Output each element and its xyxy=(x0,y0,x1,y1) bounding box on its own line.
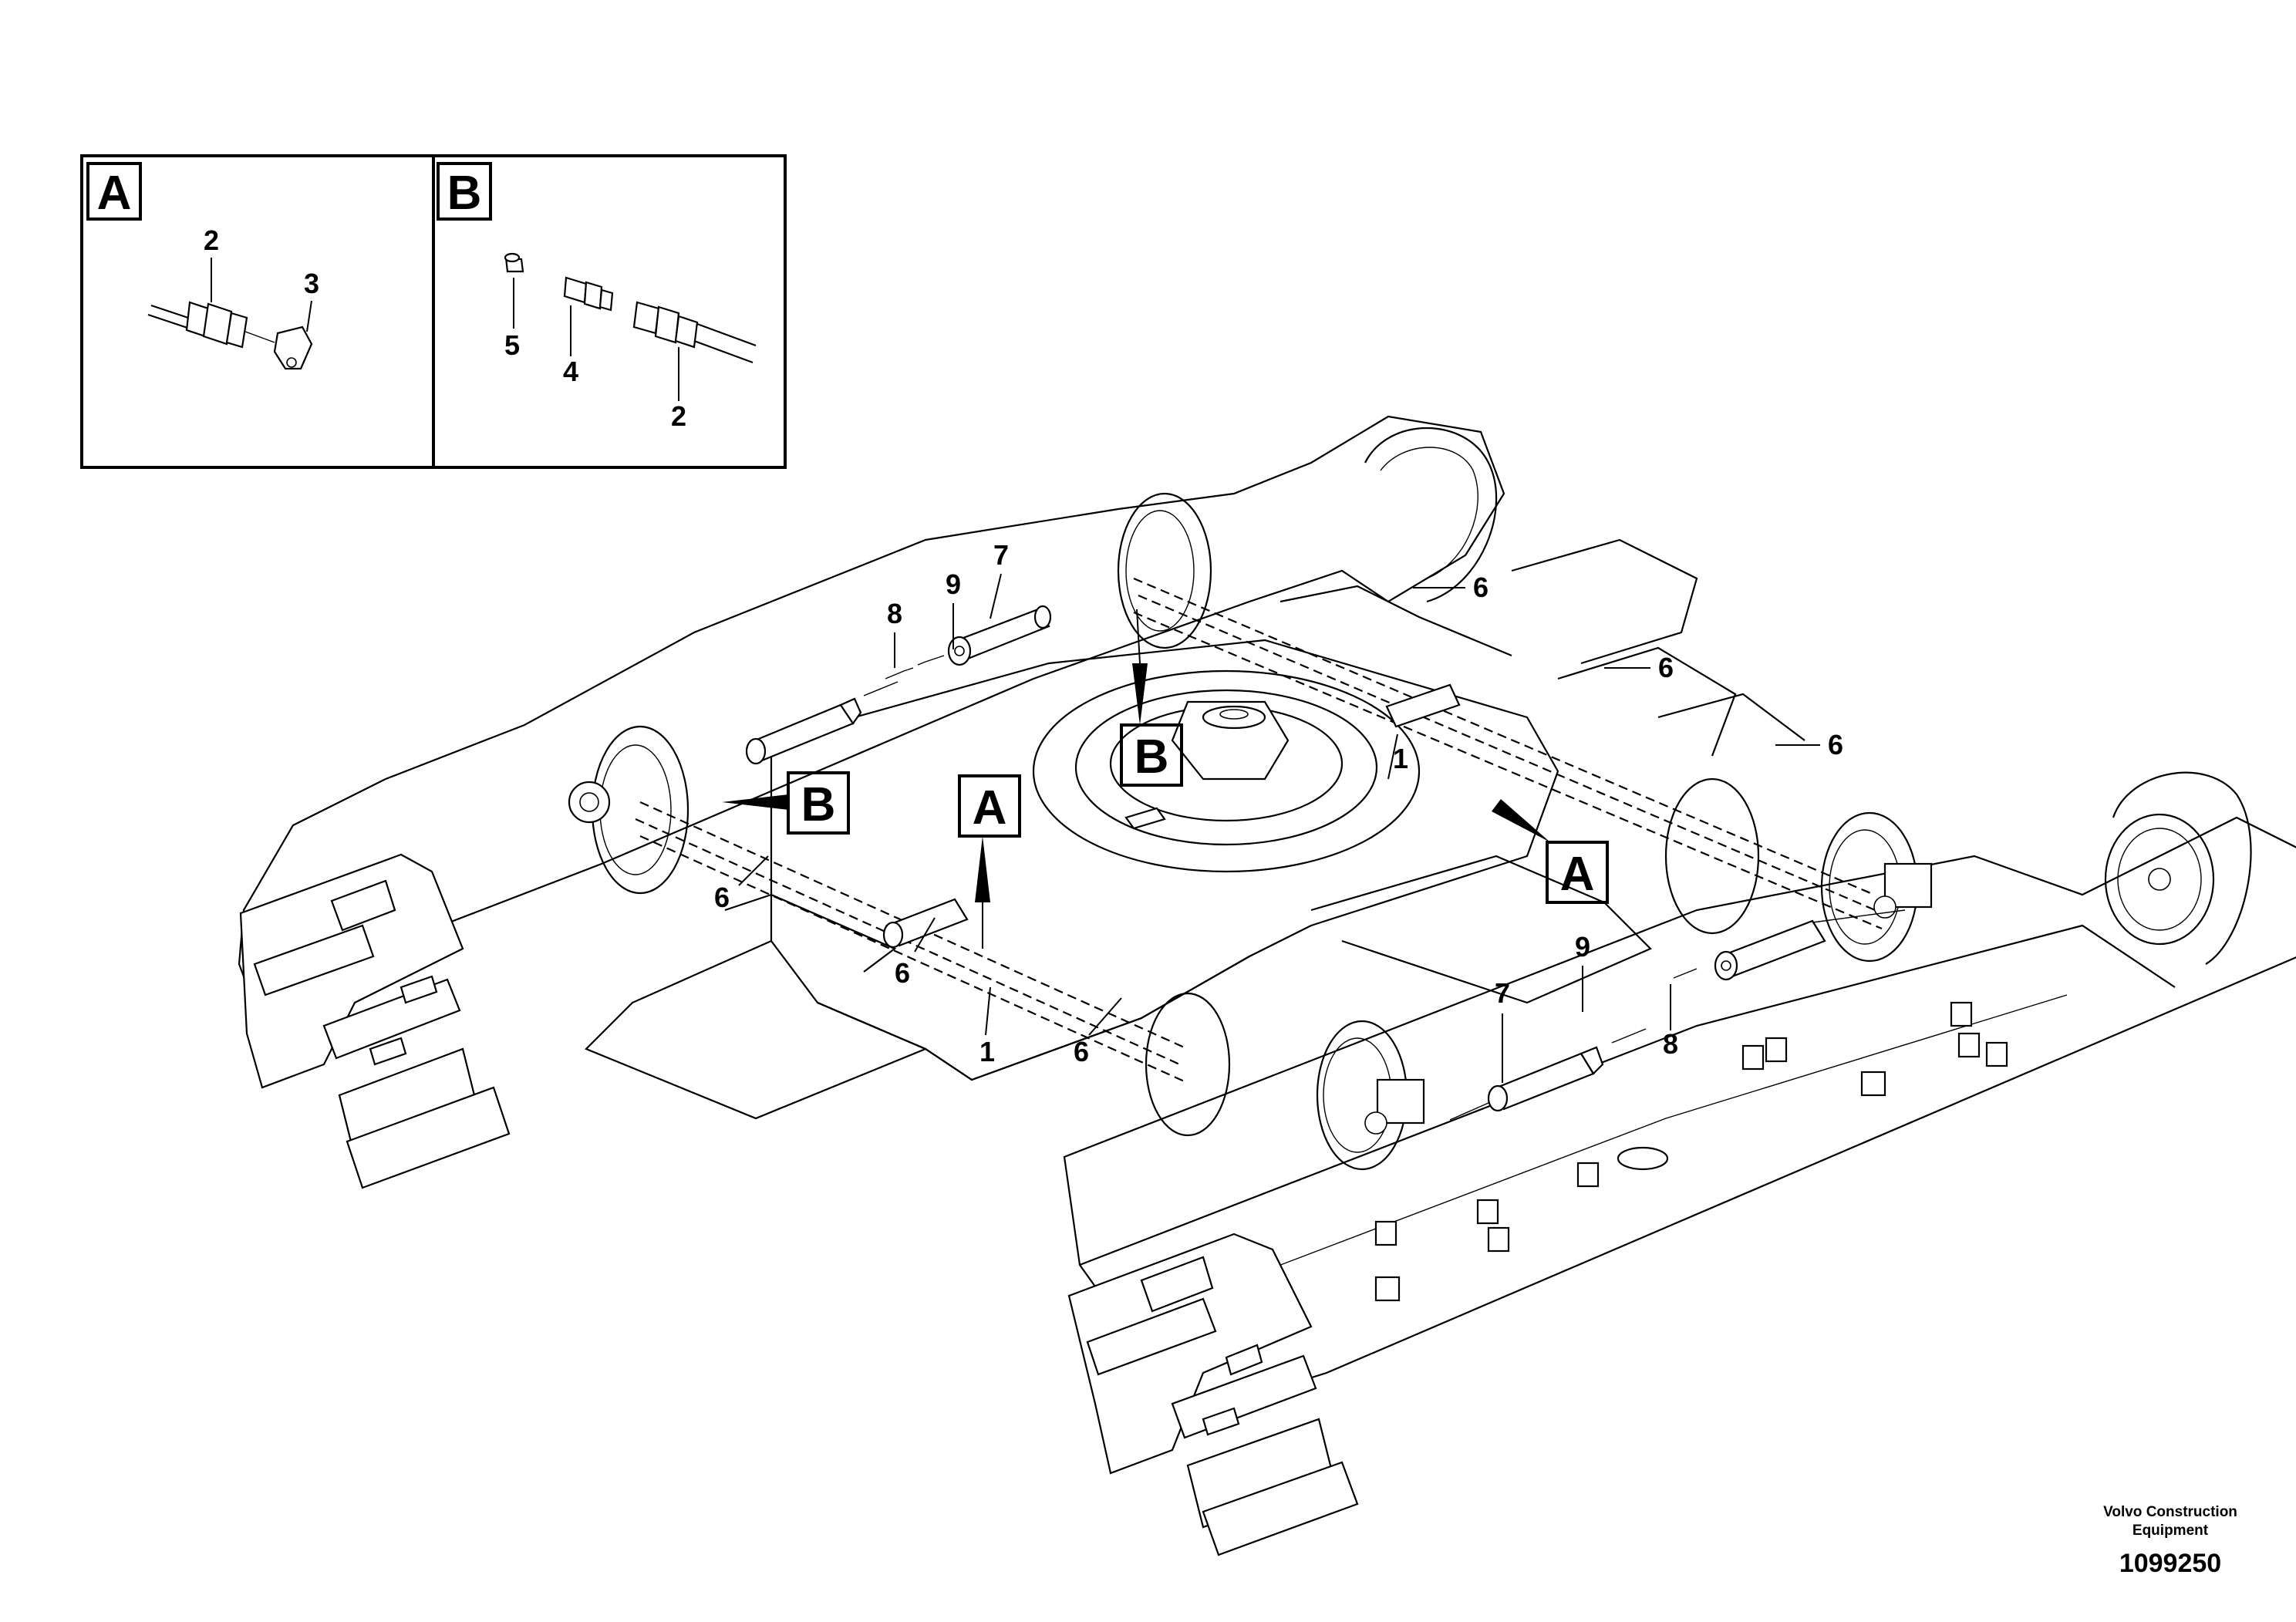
grease-nipple-icon xyxy=(273,325,313,370)
idler-upper xyxy=(1117,492,1212,649)
view-ref-a-right-label: A xyxy=(1560,848,1595,901)
detail-b-plug xyxy=(504,252,524,273)
callout-6-right-3: 6 xyxy=(1828,729,1843,760)
callout-7-top: 7 xyxy=(993,539,1009,571)
view-ref-b-upper-label: B xyxy=(1135,730,1169,784)
detail-b-callout-2: 2 xyxy=(671,400,686,432)
footer-company-line2: Equipment xyxy=(2132,1523,2209,1539)
detail-panel-a: A 2 3 xyxy=(80,154,435,469)
cylinder-lower xyxy=(1449,1028,1647,1121)
cylinder-left xyxy=(745,681,899,765)
detail-a-hose-fitting xyxy=(147,301,313,370)
drawing-number: 1099250 xyxy=(2119,1549,2221,1578)
cylinder-mid xyxy=(882,683,1461,949)
detail-b-label-box xyxy=(437,162,492,221)
view-ref-a-center-label: A xyxy=(973,781,1007,835)
detail-panel-b: B 5 4 2 xyxy=(432,154,787,469)
view-ref-a-right: A xyxy=(1492,799,1609,904)
frame-blocks xyxy=(1374,1001,2008,1302)
detail-a-callout-3: 3 xyxy=(304,268,319,299)
tumbler-right xyxy=(2104,771,2252,965)
view-ref-b-left-label: B xyxy=(801,778,836,831)
callout-6-mid: 6 xyxy=(895,957,910,989)
callout-9-top: 9 xyxy=(946,568,961,600)
slewing-ring xyxy=(1032,669,1421,873)
undercarriage-frame xyxy=(238,415,2296,1556)
callout-1-right: 1 xyxy=(1393,743,1408,774)
sprocket-right xyxy=(1664,777,1933,963)
sprocket-front xyxy=(1145,992,1425,1171)
callout-leaders xyxy=(738,573,1820,1083)
callout-6-right-1: 6 xyxy=(1473,572,1489,603)
main-callouts: 8 9 7 6 6 6 1 6 6 1 6 9 7 8 xyxy=(714,539,1843,1067)
idler-left xyxy=(568,725,689,895)
track-yoke-right xyxy=(1067,1233,1359,1556)
detail-b-hose-fitting xyxy=(632,301,757,364)
view-ref-a-center: A xyxy=(958,774,1021,949)
callout-9-low: 9 xyxy=(1575,931,1590,963)
view-ref-b-left: B xyxy=(722,771,850,835)
detail-b-callout-5: 5 xyxy=(504,329,520,361)
callout-6-low: 6 xyxy=(1074,1036,1089,1067)
view-ref-b-upper: B xyxy=(1120,609,1183,787)
detail-b-callout-4: 4 xyxy=(563,356,578,387)
detail-b-adapter xyxy=(563,276,614,312)
callout-1-mid: 1 xyxy=(979,1036,995,1067)
detail-a-label-box xyxy=(86,162,142,221)
callout-8-top: 8 xyxy=(887,598,902,629)
cylinder-upper xyxy=(885,605,1052,679)
callout-8-low: 8 xyxy=(1663,1028,1678,1060)
cylinder-lower-right xyxy=(1673,909,1906,981)
detail-a-callout-2: 2 xyxy=(204,224,219,256)
callout-6-left: 6 xyxy=(714,882,730,913)
track-yoke-left xyxy=(239,853,511,1189)
callout-7-low: 7 xyxy=(1495,977,1510,1009)
detail-b-label: B xyxy=(447,167,482,220)
footer-company-line1: Volvo Construction xyxy=(2103,1504,2237,1520)
footer: Volvo Construction Equipment 1099250 xyxy=(2103,1504,2237,1578)
callout-6-right-2: 6 xyxy=(1658,652,1674,683)
detail-a-label: A xyxy=(97,167,132,220)
